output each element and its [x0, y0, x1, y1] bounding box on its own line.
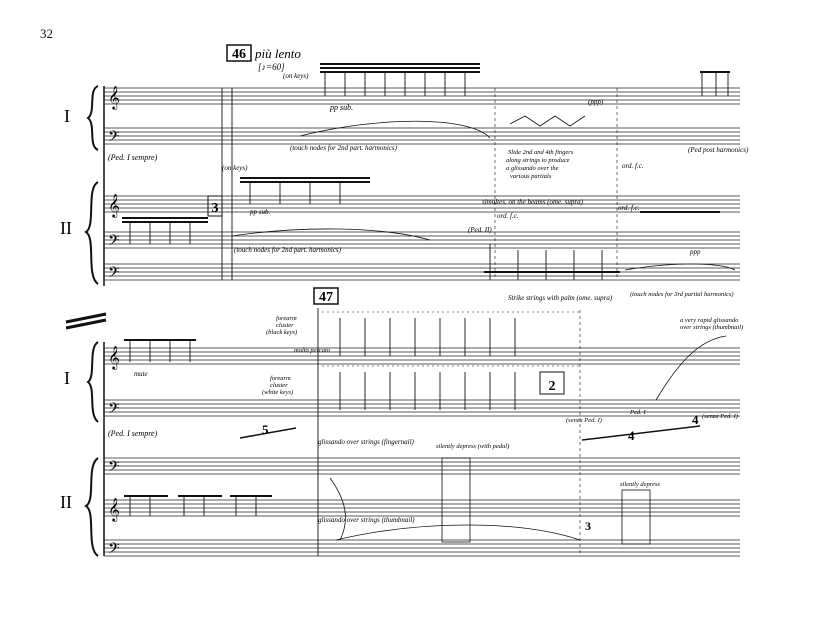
annotation-ped-post: (Ped post harmonics) [688, 146, 749, 154]
tuplet-5: 5 [262, 422, 269, 437]
annotation-strike-strings: Strike strings with palm (ome. supra) [508, 294, 613, 302]
tuplet-4b: 4 [692, 412, 699, 427]
staff-II-middle [104, 231, 740, 249]
annotation-sim-beams: simultes. on the beams (ome. supra) [482, 198, 584, 206]
part-label-I: I [64, 106, 70, 126]
note-cluster-I [320, 63, 730, 96]
annotation-ped-I: Ped. I [629, 409, 646, 416]
staff-I-lower [104, 399, 740, 417]
time-signature: 3 [212, 201, 219, 216]
annotation-ppp: ppp [689, 248, 701, 256]
treble-clef-icon: 𝄞 [108, 195, 120, 218]
note-cluster-II [124, 495, 272, 516]
annotation-ped-II: (Ped. II) [468, 226, 492, 234]
bass-clef-icon: 𝄢 [108, 232, 120, 252]
annotation-pp-sub: pp sub. [329, 103, 353, 112]
part-label-II: II [60, 492, 72, 512]
brace-II [84, 181, 99, 285]
bass-clef-icon: 𝄢 [108, 458, 120, 478]
tuplet-3: 3 [585, 519, 591, 533]
brace-II [84, 457, 99, 557]
annotation-slide-fingers: Slide 2nd and 4th fingers along strings … [506, 149, 575, 180]
annotation-mute: mute [134, 370, 148, 378]
treble-clef-icon: 𝄞 [108, 499, 120, 522]
annotation-pp-sub-2: pp sub. [249, 208, 270, 216]
annotation-ord-fc: ord. f.c. [622, 162, 644, 170]
glissando-zigzag [509, 115, 586, 127]
brace-I [86, 85, 99, 151]
bass-clef-icon: 𝄢 [108, 128, 120, 148]
rehearsal-box-47 [313, 287, 339, 305]
staff-II-upper [104, 457, 740, 475]
annotation-molto-percato: molto percato [294, 347, 331, 354]
treble-clef-icon: 𝄞 [108, 87, 120, 110]
tuplet-4a: 4 [628, 428, 635, 443]
staff-II-lower [104, 539, 740, 557]
part-label-II: II [60, 218, 72, 238]
system-2: 47 I II 𝄞 [60, 287, 743, 560]
tuplet-2: 2 [549, 379, 556, 394]
silent-chord-box [621, 489, 651, 545]
bass-clef-icon: 𝄢 [108, 400, 120, 420]
rehearsal-number-47: 47 [319, 290, 333, 305]
bass-clef-icon: 𝄢 [108, 264, 120, 284]
annotation-ord-fc-2: ord. f.c. [618, 204, 640, 212]
page-number: 32 [40, 26, 53, 41]
tempo-marking: più lento [254, 46, 301, 61]
staff-II-middle [104, 499, 740, 517]
staff-II-lower [104, 263, 740, 281]
staff-II-upper [104, 195, 740, 213]
annotation-touch-nodes-2: (touch nodes for 2nd part. harmonics) [234, 246, 342, 254]
annotation-on-keys: (on keys) [283, 72, 309, 80]
annotation-silently-depress: silently depress [620, 481, 660, 488]
part-label-I: I [64, 368, 70, 388]
annotation-ord-fc-strike: ord. f.c. [497, 212, 519, 220]
annotation-ped-sempre: (Ped. I sempre) [108, 153, 158, 162]
rehearsal-number-46: 46 [232, 47, 246, 62]
annotation-silently-depress-pedal: silently depress (with pedal) [436, 443, 509, 450]
note-cluster-I [124, 339, 196, 362]
annotation-dynamic: (ppp) [588, 98, 604, 106]
rehearsal-box-46 [226, 44, 252, 62]
system-1: 46 più lento [♪=60] I II [60, 44, 749, 302]
annotation-senza-ped-2: (senza Ped. I) [702, 413, 738, 420]
metronome-marking: [♪=60] [258, 62, 285, 72]
annotation-gliss-thumbnail: glissando over strings (thumbnail) [318, 516, 415, 524]
treble-clef-icon: 𝄞 [108, 347, 120, 370]
staff-I-lower [104, 127, 740, 145]
annotation-ped-sempre: (Ped. I sempre) [108, 429, 158, 438]
staff-I-upper [104, 347, 740, 365]
annotation-gliss-fingernail: glissando over strings (fingernail) [318, 438, 415, 446]
annotation-touch-nodes-3rd: (touch nodes for 3rd partial harmonics) [630, 291, 734, 298]
annotation-senza-ped: (senza Ped. I) [566, 417, 602, 424]
system-separator [65, 312, 107, 324]
annotation-touch-nodes: (touch nodes for 2nd part. harmonics) [290, 144, 398, 152]
bass-clef-icon: 𝄢 [108, 540, 120, 560]
staff-I-upper [104, 87, 740, 105]
brace-I [86, 341, 99, 423]
note-cluster-II [122, 177, 720, 280]
forearm-clusters [322, 311, 580, 410]
annotation-on-keys-2: (on keys) [222, 164, 248, 172]
silent-chord-box [441, 457, 471, 543]
